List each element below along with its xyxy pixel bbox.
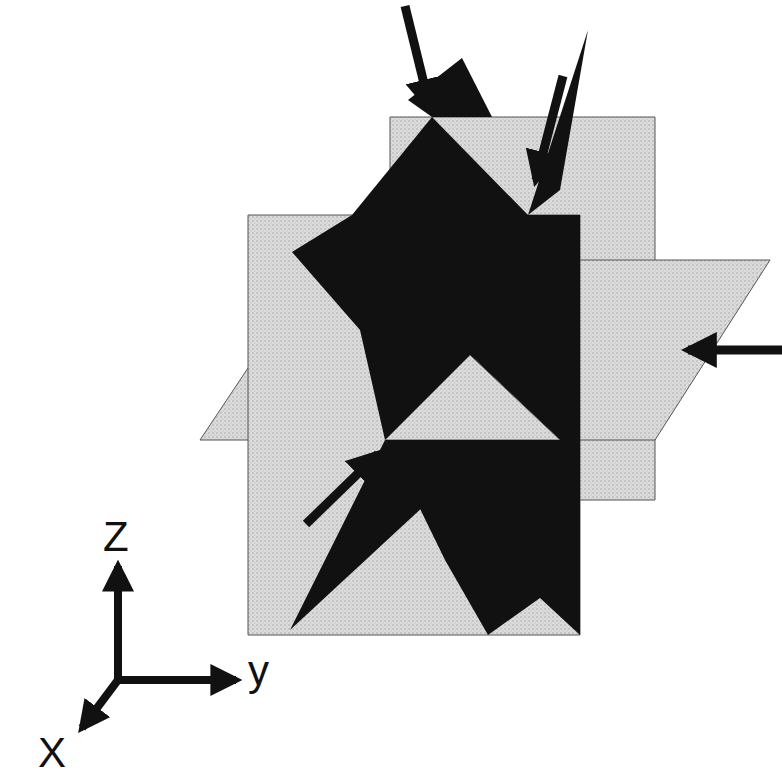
axis-label: Z xyxy=(103,516,129,558)
axis-label: X xyxy=(38,732,66,774)
axis-label: y xyxy=(248,650,269,692)
